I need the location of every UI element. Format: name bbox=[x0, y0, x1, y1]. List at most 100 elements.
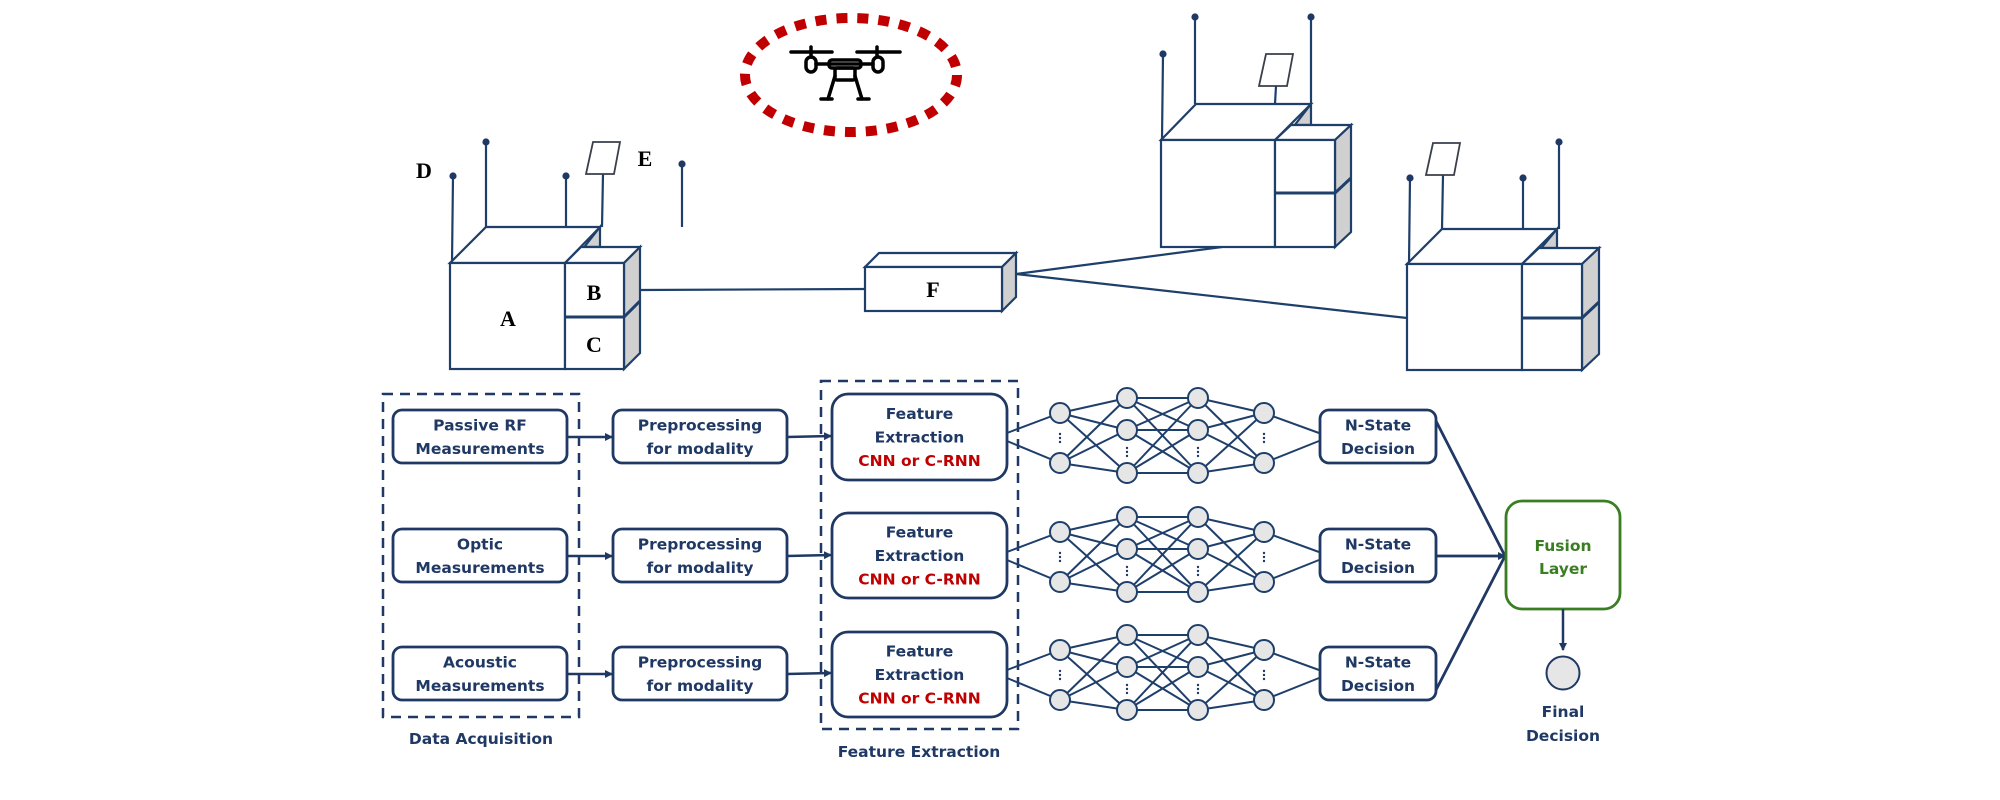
final-label-line1: Final bbox=[1542, 703, 1585, 721]
n-state-decision-box-text: N-State bbox=[1345, 535, 1411, 553]
network-node bbox=[1116, 656, 1138, 678]
network-node bbox=[1187, 538, 1209, 560]
network-node bbox=[1187, 624, 1209, 646]
neural-network bbox=[1006, 624, 1320, 721]
feature-extraction-box-text: Feature bbox=[886, 524, 954, 542]
measurement-box: Passive RF Measurements bbox=[391, 408, 569, 465]
drone-target bbox=[740, 13, 962, 137]
ellipsis-dot bbox=[1262, 551, 1266, 555]
preprocessing-box-text: Preprocessing bbox=[638, 535, 763, 553]
link-a-f bbox=[640, 287, 866, 292]
ellipsis-dot bbox=[1196, 573, 1200, 577]
network-node bbox=[1116, 699, 1138, 721]
ellipsis-dot bbox=[1262, 673, 1266, 677]
antenna-tip-icon bbox=[1191, 13, 1199, 21]
ellipsis-dot bbox=[1196, 569, 1200, 573]
feature-extraction-box-text: Feature bbox=[886, 643, 954, 661]
antenna-mast bbox=[1160, 53, 1165, 141]
n-state-decision-box-text: Decision bbox=[1341, 559, 1415, 577]
network-node bbox=[1187, 581, 1209, 603]
preprocessing-box-text: Preprocessing bbox=[638, 653, 763, 671]
network-node bbox=[1187, 699, 1209, 721]
ellipsis-dot bbox=[1262, 677, 1266, 681]
station-3 bbox=[1404, 138, 1602, 373]
antenna-tip-icon bbox=[562, 172, 570, 180]
ellipsis-dot bbox=[1125, 683, 1129, 687]
network-node bbox=[1049, 689, 1071, 711]
n-state-decision-box-text: N-State bbox=[1345, 653, 1411, 671]
flow-arrow bbox=[786, 551, 832, 560]
network-node bbox=[1187, 462, 1209, 484]
ellipsis-dot bbox=[1125, 691, 1129, 695]
network-node bbox=[1049, 521, 1071, 543]
camera-mast bbox=[1440, 174, 1445, 230]
antenna-tip-icon bbox=[1159, 50, 1167, 58]
measurement-box-text: Acoustic bbox=[443, 653, 517, 671]
flow-arrow bbox=[786, 432, 832, 441]
antenna-mast bbox=[1407, 177, 1412, 265]
antennas bbox=[1406, 138, 1563, 265]
preprocessing-box-text: for modality bbox=[647, 559, 754, 577]
ellipsis-dot bbox=[1196, 450, 1200, 454]
ellipsis-dot bbox=[1058, 551, 1062, 555]
station-2 bbox=[1158, 13, 1354, 250]
preprocessing-box-text: Preprocessing bbox=[638, 416, 763, 434]
label-e: E bbox=[638, 146, 653, 171]
measurement-box-text: Measurements bbox=[415, 440, 544, 458]
network-node bbox=[1253, 402, 1275, 424]
network-node bbox=[1187, 506, 1209, 528]
fusion-label-line2: Layer bbox=[1539, 560, 1587, 578]
measurement-box-text: Passive RF bbox=[433, 416, 527, 434]
final-decision-node bbox=[1545, 655, 1581, 691]
label-c: C bbox=[586, 332, 602, 357]
final-label-line2: Decision bbox=[1526, 727, 1600, 745]
camera-panel-icon bbox=[584, 141, 622, 175]
ellipsis-dot bbox=[1058, 669, 1062, 673]
ellipsis-dot bbox=[1262, 555, 1266, 559]
preprocessing-box: Preprocessing for modality bbox=[611, 527, 789, 584]
network-edges bbox=[1006, 634, 1320, 711]
link-f-station3 bbox=[1015, 272, 1408, 320]
decision-to-fusion-arrow bbox=[1434, 420, 1507, 557]
ellipsis-dot bbox=[1125, 687, 1129, 691]
sensor-stations bbox=[447, 13, 1602, 373]
ellipsis-dot bbox=[1262, 440, 1266, 444]
label-b: B bbox=[587, 280, 602, 305]
camera-panel-icon bbox=[1257, 53, 1295, 87]
antenna-tip-icon bbox=[1519, 174, 1527, 182]
antennas bbox=[449, 138, 686, 264]
label-d: D bbox=[416, 158, 432, 183]
ellipsis-dot bbox=[1196, 683, 1200, 687]
model-type-text: CNN or C-RNN bbox=[858, 452, 980, 470]
network-node bbox=[1116, 506, 1138, 528]
network-node bbox=[1187, 419, 1209, 441]
fusion-label-line1: Fusion bbox=[1534, 537, 1591, 555]
antenna-mast bbox=[450, 175, 455, 264]
station-main bbox=[447, 138, 686, 372]
flow-arrow bbox=[786, 669, 832, 678]
ellipsis-dot bbox=[1058, 677, 1062, 681]
network-node bbox=[1116, 419, 1138, 441]
camera-panel-icon bbox=[1424, 142, 1462, 176]
hub-box-f bbox=[862, 250, 1019, 314]
n-state-decision-box-text: Decision bbox=[1341, 440, 1415, 458]
ellipsis-dot bbox=[1125, 573, 1129, 577]
network-node bbox=[1253, 521, 1275, 543]
measurement-box-text: Measurements bbox=[415, 559, 544, 577]
measurement-box-text: Measurements bbox=[415, 677, 544, 695]
data-acquisition-label: Data Acquisition bbox=[409, 730, 553, 748]
ellipsis-dot bbox=[1196, 691, 1200, 695]
network-node bbox=[1049, 402, 1071, 424]
camera-mast bbox=[600, 173, 605, 228]
ellipsis-dot bbox=[1125, 565, 1129, 569]
network-node bbox=[1116, 387, 1138, 409]
